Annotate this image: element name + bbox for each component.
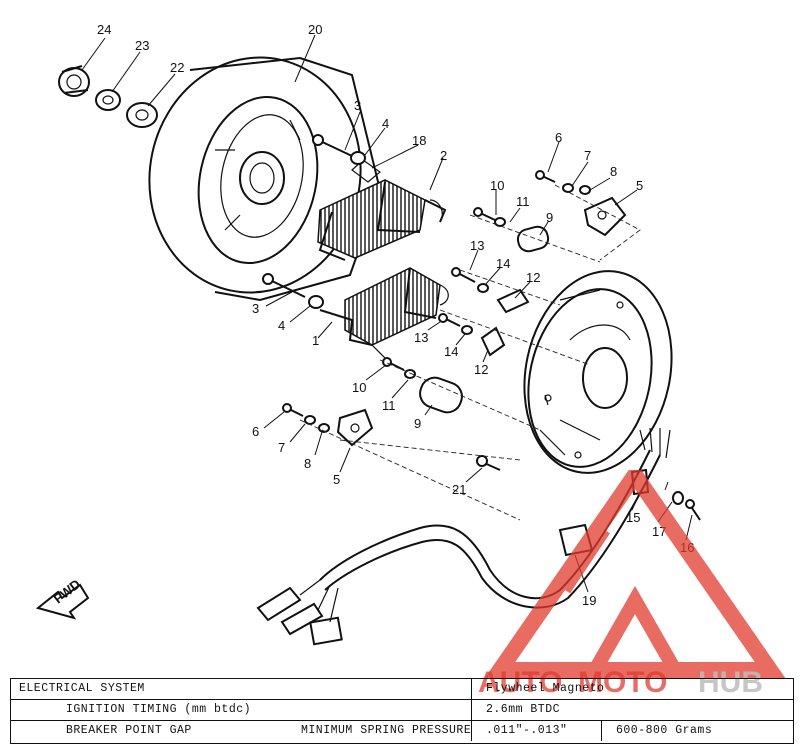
part-label-11a: 11 — [516, 194, 530, 209]
spec-row-breaker: BREAKER POINT GAP MINIMUM SPRING PRESSUR… — [11, 721, 793, 741]
upper-coil — [317, 159, 447, 261]
part-label-8a: 8 — [610, 164, 617, 179]
fwd-label: FWD — [51, 576, 84, 606]
part-label-23: 23 — [135, 38, 149, 53]
part-label-7b: 7 — [278, 440, 285, 455]
part-label-18: 18 — [412, 133, 426, 148]
part-label-13a: 13 — [470, 238, 484, 253]
bearing-and-washers — [58, 65, 158, 128]
lower-coil — [319, 267, 449, 359]
part-label-11b: 11 — [382, 398, 396, 413]
part-label-17: 17 — [652, 524, 666, 539]
part-label-15: 15 — [626, 510, 640, 525]
part-label-7a: 7 — [584, 148, 591, 163]
part-label-22: 22 — [170, 60, 184, 75]
spring-pressure-value: 600-800 Grams — [616, 724, 713, 737]
part-label-4b: 4 — [278, 318, 285, 333]
ignition-timing-label: IGNITION TIMING (mm btdc) — [66, 703, 252, 716]
electrical-spec-table: ELECTRICAL SYSTEM Flywheel Magneto IGNIT… — [10, 678, 794, 744]
part-label-2: 2 — [440, 148, 447, 163]
ignition-timing-value: 2.6mm BTDC — [486, 703, 561, 716]
assembly-guide-lines — [299, 184, 641, 521]
forward-direction-arrow: FWD — [35, 576, 90, 620]
spring-pressure-label: MINIMUM SPRING PRESSURE — [301, 724, 472, 737]
spec-component: Flywheel Magneto — [486, 682, 605, 695]
spec-title: ELECTRICAL SYSTEM — [19, 682, 145, 695]
stator-base-plate — [523, 270, 673, 474]
coil-screws — [262, 134, 366, 309]
part-label-21: 21 — [452, 482, 466, 497]
part-label-4a: 4 — [382, 116, 389, 131]
part-label-14b: 14 — [444, 344, 458, 359]
part-label-5b: 5 — [333, 472, 340, 487]
spec-row-title: ELECTRICAL SYSTEM Flywheel Magneto — [11, 679, 793, 700]
part-label-14a: 14 — [496, 256, 510, 271]
breaker-gap-value: .011"-.013" — [486, 724, 568, 737]
part-label-13b: 13 — [414, 330, 428, 345]
part-label-16: 16 — [680, 540, 694, 555]
part-label-1: 1 — [312, 333, 319, 348]
exploded-parts-diagram: FWD — [35, 22, 701, 646]
part-label-10b: 10 — [352, 380, 366, 395]
part-label-24: 24 — [97, 22, 111, 37]
part-label-12b: 12 — [474, 362, 488, 377]
breaker-points — [282, 170, 627, 447]
part-label-9a: 9 — [546, 210, 553, 225]
breaker-gap-label: BREAKER POINT GAP — [66, 724, 192, 737]
part-label-10a: 10 — [490, 178, 504, 193]
part-label-19: 19 — [582, 593, 596, 608]
part-label-6b: 6 — [252, 424, 259, 439]
part-label-6a: 6 — [555, 130, 562, 145]
spec-row-ignition: IGNITION TIMING (mm btdc) 2.6mm BTDC — [11, 700, 793, 721]
part-label-3b: 3 — [252, 301, 259, 316]
small-hardware — [382, 207, 550, 414]
part-label-9b: 9 — [414, 416, 421, 431]
part-label-20: 20 — [308, 22, 322, 37]
flywheel-rotor — [148, 56, 382, 302]
part-label-12a: 12 — [526, 270, 540, 285]
part-label-8b: 8 — [304, 456, 311, 471]
part-label-5a: 5 — [636, 178, 643, 193]
part-label-3a: 3 — [354, 98, 361, 113]
